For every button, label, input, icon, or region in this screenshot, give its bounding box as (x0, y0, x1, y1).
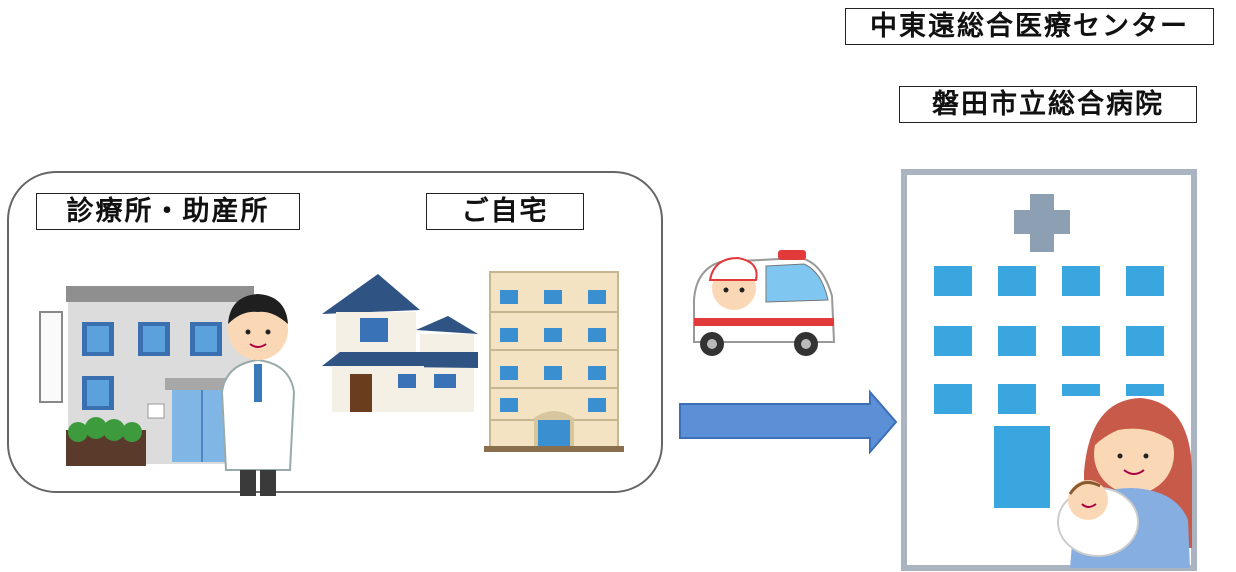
hospital-label-iwata: 磐田市立総合病院 (899, 86, 1197, 123)
home-label: ご自宅 (426, 193, 584, 230)
house-icon (322, 274, 478, 412)
ambulance-icon (693, 250, 836, 356)
clinic-building-icon (39, 286, 254, 466)
hospital-label-chuto-en: 中東遠総合医療センター (845, 8, 1214, 45)
apartment-building-icon (484, 271, 624, 452)
nurse-with-baby-icon (1057, 398, 1192, 568)
hospital-building-icon (901, 169, 1197, 571)
origin-group-frame (7, 171, 663, 493)
doctor-icon (220, 294, 296, 496)
right-arrow-icon (679, 389, 898, 455)
clinic-label: 診療所・助産所 (36, 193, 300, 230)
